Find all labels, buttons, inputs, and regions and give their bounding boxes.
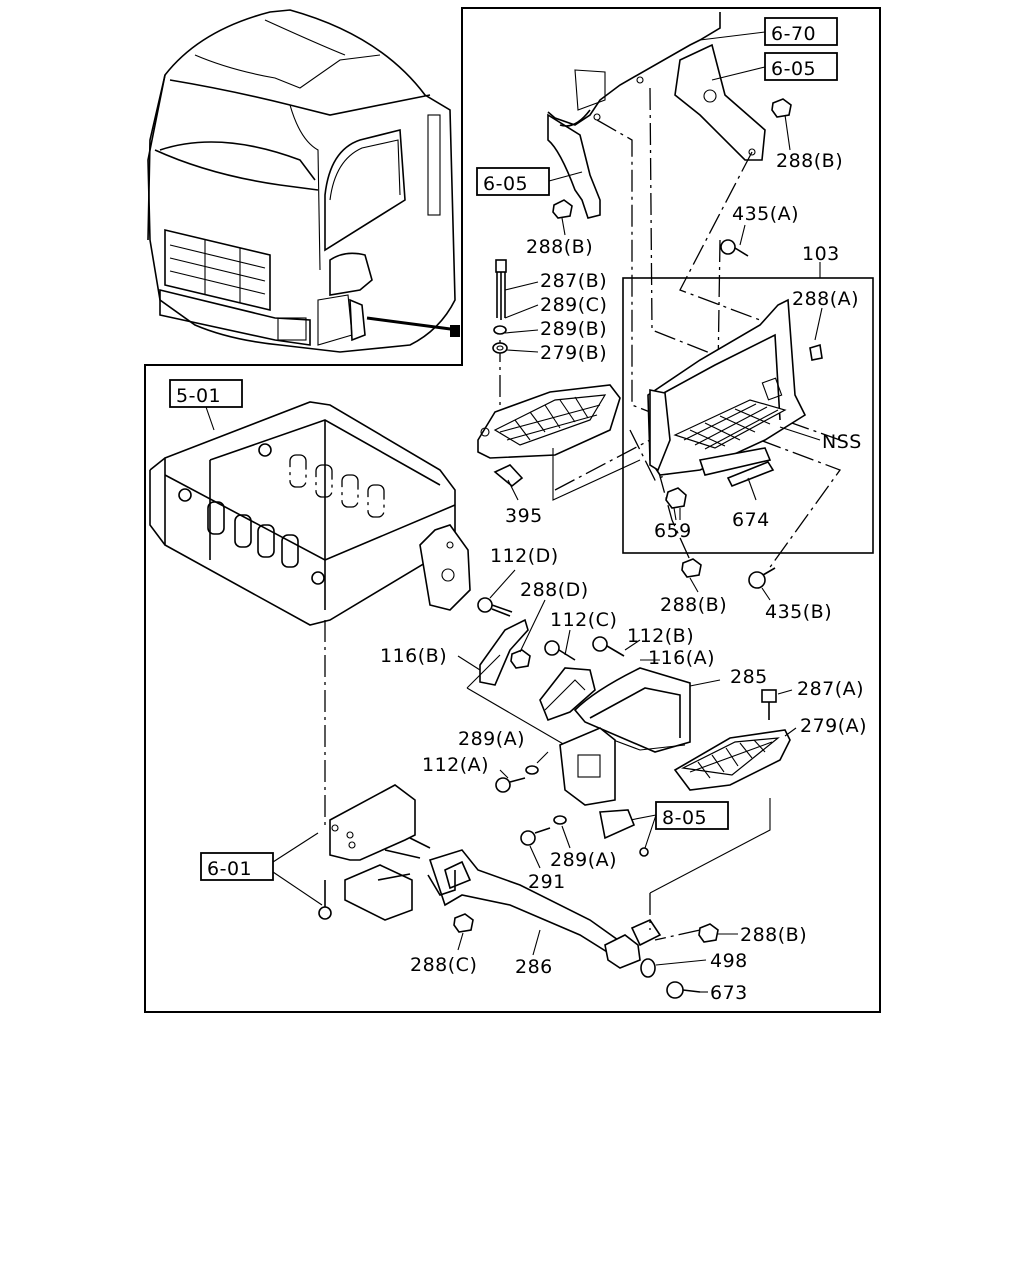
nss-lower-fasteners <box>681 98 792 589</box>
label-103: 103 <box>802 243 840 265</box>
label-288a: 288(A) <box>792 288 859 310</box>
label-288b-top: 288(B) <box>776 150 843 172</box>
frames <box>144 7 881 1013</box>
label-435a: 435(A) <box>732 203 799 225</box>
upper-bracket-assembly <box>547 12 766 219</box>
frame-slots <box>178 443 385 585</box>
right-tread-grid <box>689 739 773 779</box>
nss-tread-grid <box>673 399 787 450</box>
label-435b: 435(B) <box>765 601 832 623</box>
label-279b: 279(B) <box>540 342 607 364</box>
mounting-brackets <box>466 597 791 894</box>
label-289a-lower: 289(A) <box>550 849 617 871</box>
label-289a-upper: 289(A) <box>458 728 525 750</box>
label-285: 285 <box>730 666 768 688</box>
left-tread-grid <box>499 396 601 441</box>
label-116a: 116(A) <box>648 647 715 669</box>
label-286: 286 <box>515 956 553 978</box>
part-labels: 288(B) 288(B) 435(A) 103 288(A) 287(B) 2… <box>380 150 867 1004</box>
label-116b: 116(B) <box>380 645 447 667</box>
label-288d: 288(D) <box>520 579 589 601</box>
truck-cab-illustration <box>147 9 460 353</box>
left-step-assembly <box>477 199 641 501</box>
label-659: 659 <box>654 520 692 542</box>
ref-6-05-left-label: 6-05 <box>483 173 528 195</box>
reference-boxes: 6-70 6-05 6-05 5-01 8-05 6-01 <box>169 17 838 906</box>
label-291: 291 <box>528 871 566 893</box>
ref-6-01-label: 6-01 <box>207 858 252 880</box>
label-288b-lower: 288(B) <box>740 924 807 946</box>
label-288b-left: 288(B) <box>526 236 593 258</box>
label-674: 674 <box>732 509 770 531</box>
label-112a: 112(A) <box>422 754 489 776</box>
ref-6-70-label: 6-70 <box>771 23 816 45</box>
label-112c: 112(C) <box>550 609 617 631</box>
label-279a: 279(A) <box>800 715 867 737</box>
lower-arm-assembly <box>318 784 719 999</box>
label-287a: 287(A) <box>797 678 864 700</box>
label-673: 673 <box>710 982 748 1004</box>
ref-8-05-label: 8-05 <box>662 807 707 829</box>
label-288c: 288(C) <box>410 954 477 976</box>
label-288b-mid: 288(B) <box>660 594 727 616</box>
label-498: 498 <box>710 950 748 972</box>
nss-step-assembly <box>647 298 823 521</box>
label-112b: 112(B) <box>627 625 694 647</box>
label-395: 395 <box>505 505 543 527</box>
chassis-frame <box>149 401 471 830</box>
label-289c: 289(C) <box>540 294 607 316</box>
label-287b: 287(B) <box>540 270 607 292</box>
alignment-lines-upper <box>499 87 842 571</box>
leader-lines <box>457 114 821 993</box>
label-112d: 112(D) <box>490 545 559 567</box>
ref-5-01-label: 5-01 <box>176 385 221 407</box>
label-289b: 289(B) <box>540 318 607 340</box>
label-nss: NSS <box>822 431 862 453</box>
ref-6-05-top-label: 6-05 <box>771 58 816 80</box>
